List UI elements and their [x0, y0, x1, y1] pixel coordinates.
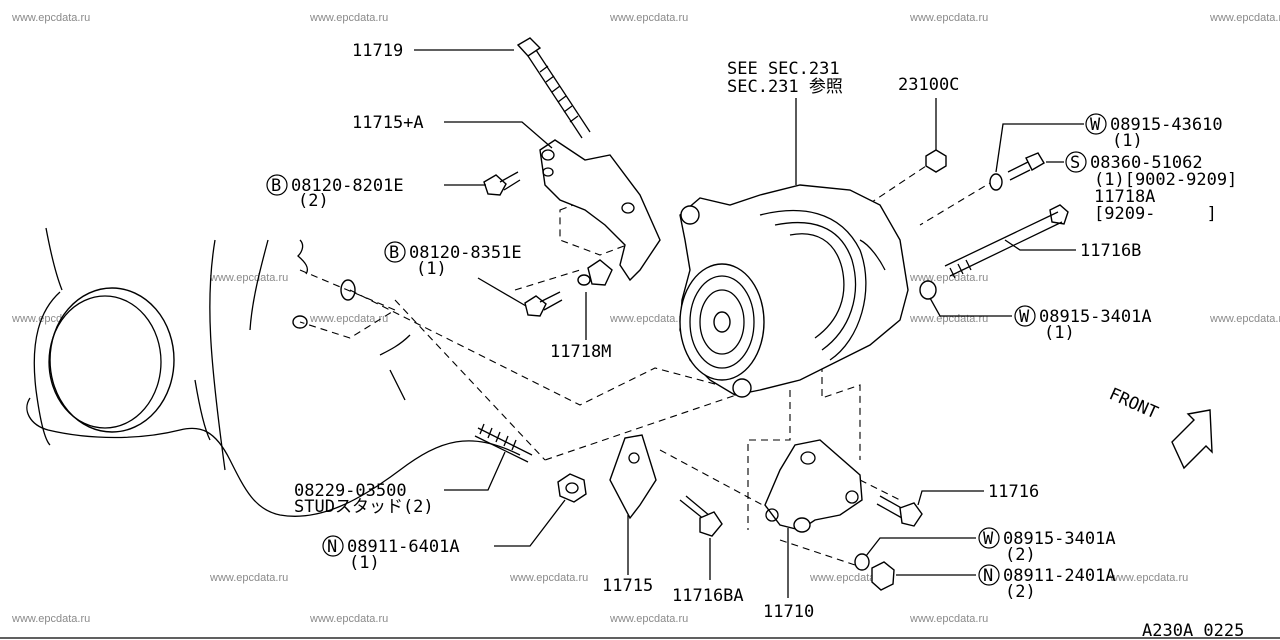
prefix-w: W — [1090, 115, 1101, 135]
washer-w2-qty: (1) — [1044, 323, 1075, 343]
washer-w1-number: 08915-43610 — [1110, 115, 1223, 135]
watermark: www.epcdata.ru — [1109, 572, 1188, 584]
prefix-circle — [1065, 151, 1087, 173]
washer-w1-qty: (1) — [1112, 131, 1143, 151]
washer-w2 — [919, 280, 937, 300]
watermark: www.epcdata.ru — [909, 12, 988, 24]
stud-text: STUDスタッド(2) — [294, 497, 434, 517]
leader-lines — [414, 49, 1084, 598]
part-11718m-label: 11718M — [550, 342, 611, 362]
bolt-b1 — [483, 171, 521, 196]
watermark: www.epcdata.ru — [11, 613, 90, 625]
prefix-circle — [384, 241, 406, 263]
bolt-b1-number: 08120-8201E — [291, 176, 404, 196]
see-sec-label: SEE SEC.231 — [727, 59, 840, 79]
part-labels: SEE SEC.231 SEC.231 参照 11719 11715+A 081… — [291, 41, 1244, 640]
bolt-b1-qty: (2) — [298, 191, 329, 211]
watermark: www.epcdata.ru — [609, 12, 688, 24]
prefix-circle — [978, 527, 1000, 549]
bolt-11716b — [944, 204, 1069, 279]
prefix-circle — [1085, 113, 1107, 135]
bracket-11715 — [609, 434, 657, 520]
nut-n2-number: 08911-2401A — [1003, 566, 1116, 586]
see-sec-jp-label: SEC.231 参照 — [727, 77, 843, 97]
bolt-11719 — [516, 37, 591, 139]
part-11716-label: 11716 — [988, 482, 1039, 502]
prefix-w: W — [1019, 307, 1030, 327]
callout-prefixes: B B W S W N W N — [266, 113, 1107, 586]
screw-s1-number: 08360-51062 — [1090, 153, 1203, 173]
screw-s1 — [1007, 152, 1045, 181]
watermark: www.epcdata.ru — [609, 313, 688, 325]
washer-w3 — [854, 553, 870, 571]
figure-code: A230A 0225 — [1142, 621, 1244, 640]
screw-s1-qty: (1)[9002-9209] — [1094, 170, 1237, 190]
bolt-b2 — [524, 291, 563, 317]
watermark: www.epcdata.ru — [909, 613, 988, 625]
part-11715-label: 11715 — [602, 576, 653, 596]
nut-23100c — [925, 149, 947, 173]
watermark: www.epcdata.ru — [309, 313, 388, 325]
washer-w3-qty: (2) — [1005, 545, 1036, 565]
watermark: www.epcdata.ru — [209, 572, 288, 584]
engine-pulley — [49, 287, 175, 433]
bolt-b2-qty: (1) — [416, 259, 447, 279]
prefix-n: N — [327, 537, 337, 557]
prefix-w: W — [983, 529, 994, 549]
watermark: www.epcdata.ru — [909, 272, 988, 284]
prefix-n: N — [983, 566, 993, 586]
part-11718a-label: 11718A — [1094, 187, 1155, 207]
watermark: www.epcdata.ru — [209, 272, 288, 284]
watermark: www.epcdata.ru — [11, 12, 90, 24]
washer-w1 — [989, 173, 1003, 191]
prefix-s: S — [1070, 153, 1080, 173]
part-11718a-range: [9209- ] — [1094, 204, 1217, 224]
prefix-circle — [978, 564, 1000, 586]
part-11716b-label: 11716B — [1080, 241, 1141, 261]
spacer-11718m — [577, 259, 613, 286]
watermark: www.epcdata.ru — [909, 313, 988, 325]
nut-n1-number: 08911-6401A — [347, 537, 460, 557]
front-label: FRONT — [1106, 384, 1161, 423]
nut-n2-qty: (2) — [1005, 582, 1036, 602]
prefix-b: B — [389, 243, 399, 263]
bolt-11716ba — [679, 495, 723, 537]
watermark: www.epcdata.ru — [1209, 12, 1280, 24]
stud-08229 — [474, 423, 533, 463]
watermark: www.epcdata.ru — [509, 572, 588, 584]
prefix-circle — [266, 174, 288, 196]
nut-n1-qty: (1) — [349, 553, 380, 573]
watermark: www.epcdata.ru — [1209, 313, 1280, 325]
part-11710-label: 11710 — [763, 602, 814, 622]
washer-w3-number: 08915-3401A — [1003, 529, 1116, 549]
bolt-11716 — [876, 495, 923, 527]
nut-n2 — [871, 561, 895, 591]
front-arrow: FRONT — [1106, 384, 1213, 470]
bracket-11715a — [539, 139, 661, 282]
prefix-circle — [1014, 305, 1036, 327]
part-11715a-label: 11715+A — [352, 113, 424, 133]
arrow-icon — [1171, 409, 1213, 470]
stud-number: 08229-03500 — [294, 481, 407, 501]
watermark: www.epcdata.ru — [609, 613, 688, 625]
watermark: www.epcdata.ru — [809, 572, 888, 584]
nut-n1 — [557, 473, 587, 503]
washer-w2-number: 08915-3401A — [1039, 307, 1152, 327]
part-11719-label: 11719 — [352, 41, 403, 61]
alternator — [679, 184, 909, 398]
watermark: www.epcdata.ru — [309, 613, 388, 625]
watermark: www.epcdata.ru — [309, 12, 388, 24]
prefix-b: B — [271, 176, 281, 196]
bracket-11710 — [764, 439, 863, 533]
prefix-circle — [322, 535, 344, 557]
part-23100c-label: 23100C — [898, 75, 959, 95]
part-11716ba-label: 11716BA — [672, 586, 744, 606]
bolt-b2-number: 08120-8351E — [409, 243, 522, 263]
